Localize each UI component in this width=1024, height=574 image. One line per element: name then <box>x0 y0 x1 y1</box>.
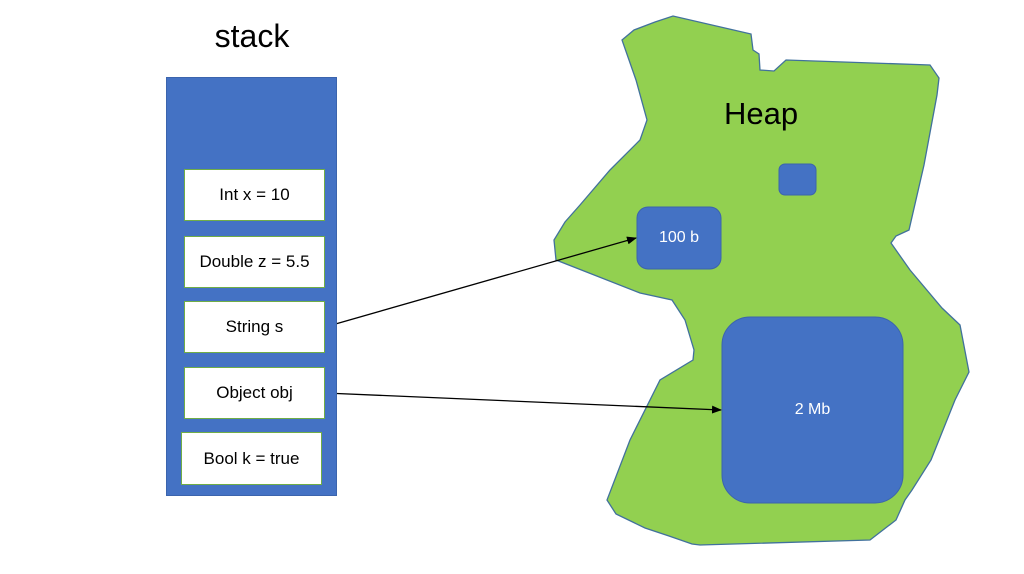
stack-slot-label: Bool k = true <box>203 448 300 468</box>
heap-block-100b <box>636 206 722 270</box>
stack-slot-object-obj: Object obj <box>184 367 325 419</box>
stack-slot-label: String s <box>225 317 284 336</box>
heap-block-100b-label: 100 b <box>658 229 700 246</box>
stack-slot-label: Int x = 10 <box>219 185 290 204</box>
stack-slot-string-s: String s <box>184 301 325 353</box>
stack-slot-bool-k: Bool k = true <box>181 432 322 485</box>
heap-title: Heap <box>724 96 799 131</box>
stack-title: stack <box>214 18 290 54</box>
reference-arrow-string <box>324 236 637 328</box>
stack-slot-int-x: Int x = 10 <box>184 169 325 221</box>
heap-block-2mb <box>721 316 904 504</box>
reference-arrow-object <box>324 392 722 414</box>
stack-slot-double-z: Double z = 5.5 <box>184 236 325 288</box>
heap-block-small <box>778 163 817 196</box>
stack-slot-label: Object obj <box>216 383 293 402</box>
heap-block-2mb-label: 2 Mb <box>794 401 831 418</box>
stack-slot-label: Double z = 5.5 <box>199 252 310 271</box>
